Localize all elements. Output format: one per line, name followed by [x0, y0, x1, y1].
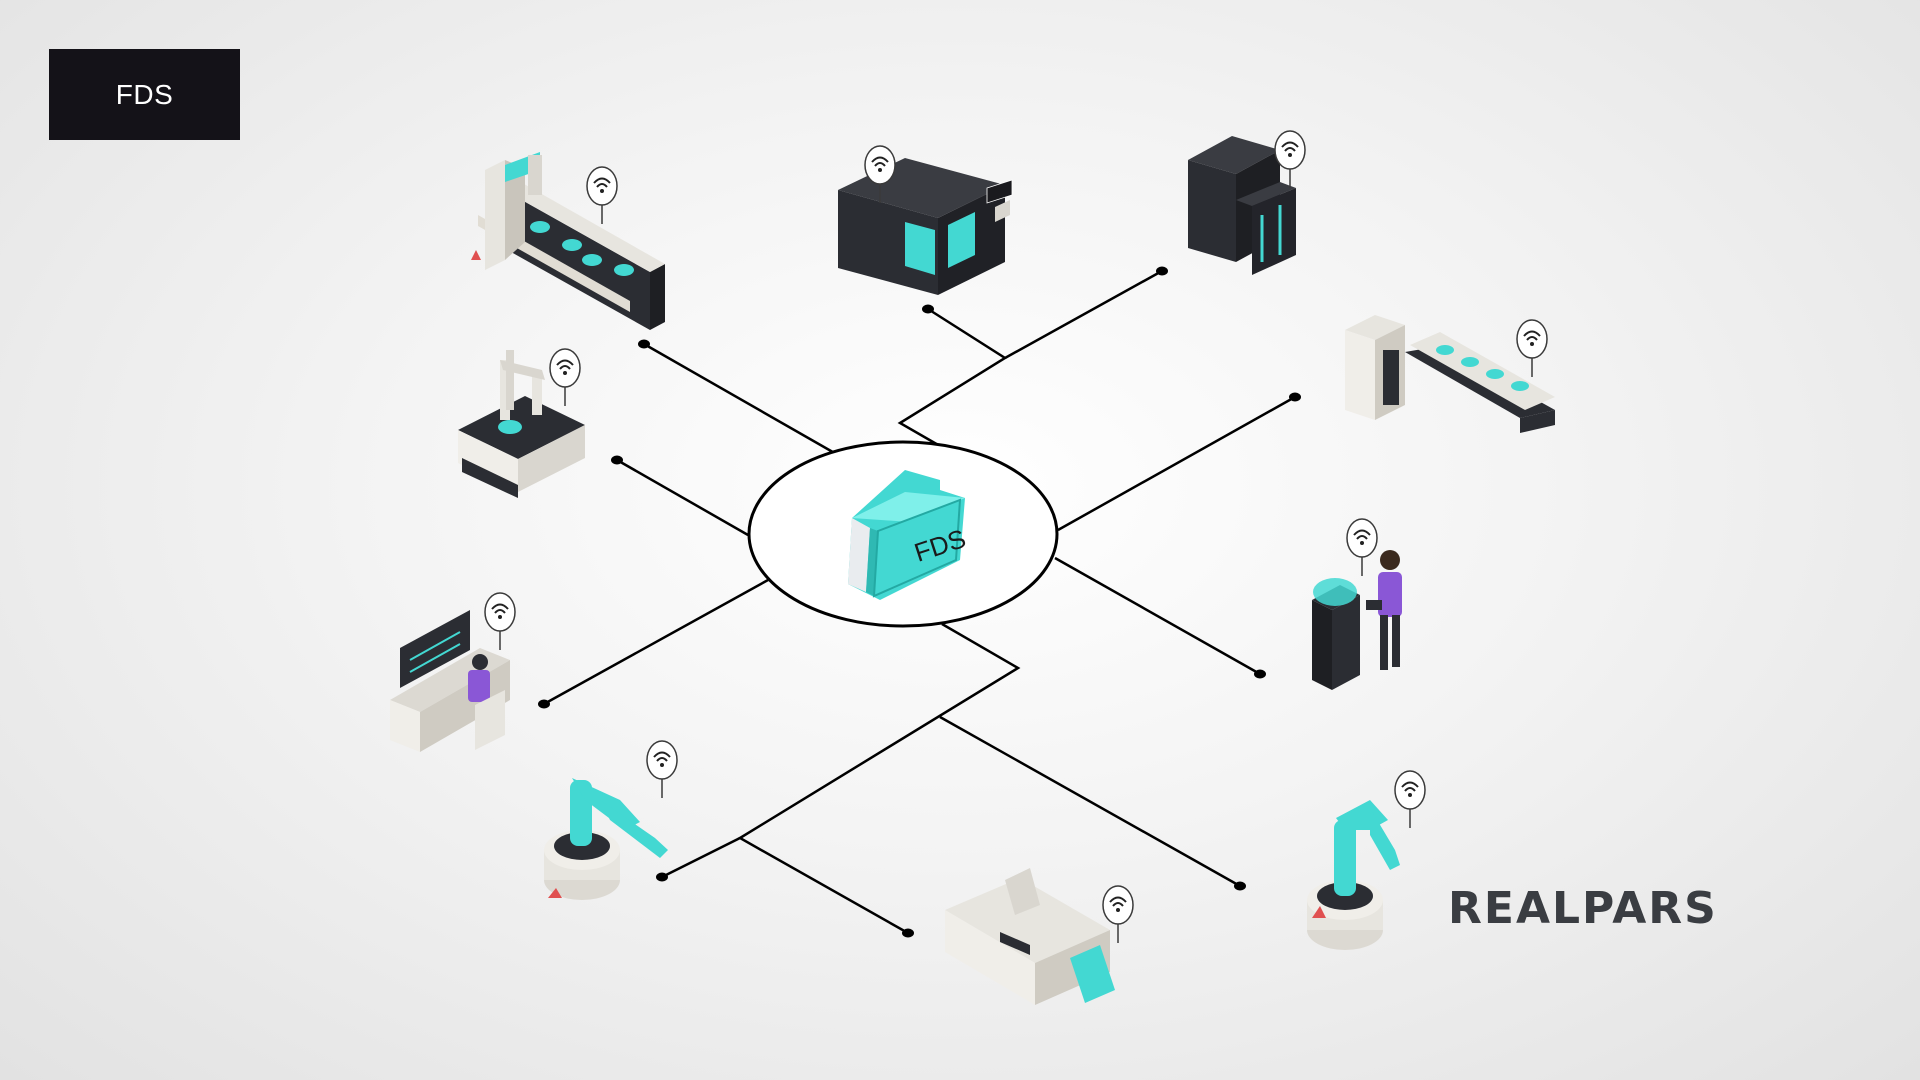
conveyor-gantry-icon	[471, 152, 665, 330]
brand-name: REALPARS	[1448, 883, 1718, 934]
link-conveyor-gantry	[644, 344, 838, 455]
link-robot-right	[940, 717, 1240, 886]
gantry-measure-icon	[458, 349, 585, 498]
operator-desk-icon	[390, 593, 515, 752]
worker-tablet-icon	[1312, 519, 1402, 690]
link-robot-left	[662, 838, 740, 877]
fds-hub: FDS	[749, 442, 1057, 626]
link-server-racks	[1005, 271, 1162, 358]
server-rack-icon	[1188, 131, 1305, 275]
cnc-machine-icon	[838, 146, 1012, 295]
server-conveyor-icon	[1345, 315, 1555, 433]
link-cnc-servers	[900, 309, 1005, 446]
pcb-printer-icon	[945, 868, 1133, 1005]
link-worker	[1055, 558, 1260, 674]
brand-logo: REALPARS	[1448, 881, 1800, 935]
link-bottom-branch	[740, 624, 1018, 933]
robot-arm-icon	[1307, 771, 1425, 950]
link-cmm-gantry	[617, 460, 748, 535]
link-operator-desk	[544, 580, 768, 704]
link-server-conveyor	[1058, 397, 1295, 530]
